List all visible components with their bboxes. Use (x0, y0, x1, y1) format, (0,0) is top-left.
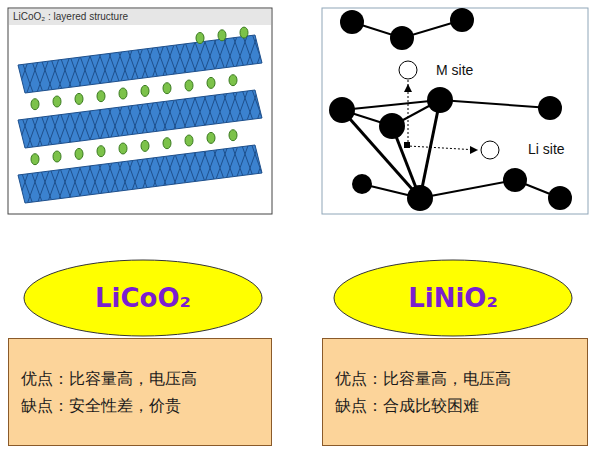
lithium-ions (31, 27, 248, 165)
figure-caption: LiCoO₂ : layered structure (13, 11, 128, 22)
property-text: 缺点：合成比较困难 (335, 392, 575, 419)
formula-text: LiCoO₂ (95, 283, 191, 313)
panel-frame (322, 8, 588, 214)
property-text: 缺点：安全性差，价贵 (21, 392, 259, 419)
lattice-atoms (329, 8, 572, 211)
panel-frame (8, 8, 272, 214)
property-box: 优点：比容量高，电压高缺点：安全性差，价贵 (8, 338, 272, 446)
site-markers (399, 61, 499, 159)
property-box: 优点：比容量高，电压高缺点：合成比较困难 (322, 338, 588, 446)
site-label: Li site (528, 141, 565, 157)
property-text: 优点：比容量高，电压高 (21, 365, 259, 392)
property-text: 优点：比容量高，电压高 (335, 365, 575, 392)
formula-ellipse: LiNiO₂ (333, 259, 573, 337)
formula-ellipse: LiCoO₂ (23, 259, 263, 337)
panel-header (9, 9, 271, 25)
cobalt-oxide-layers (18, 35, 262, 203)
formula-text: LiNiO₂ (408, 283, 498, 313)
lattice-bonds (342, 20, 560, 198)
site-label: M site (436, 62, 473, 78)
